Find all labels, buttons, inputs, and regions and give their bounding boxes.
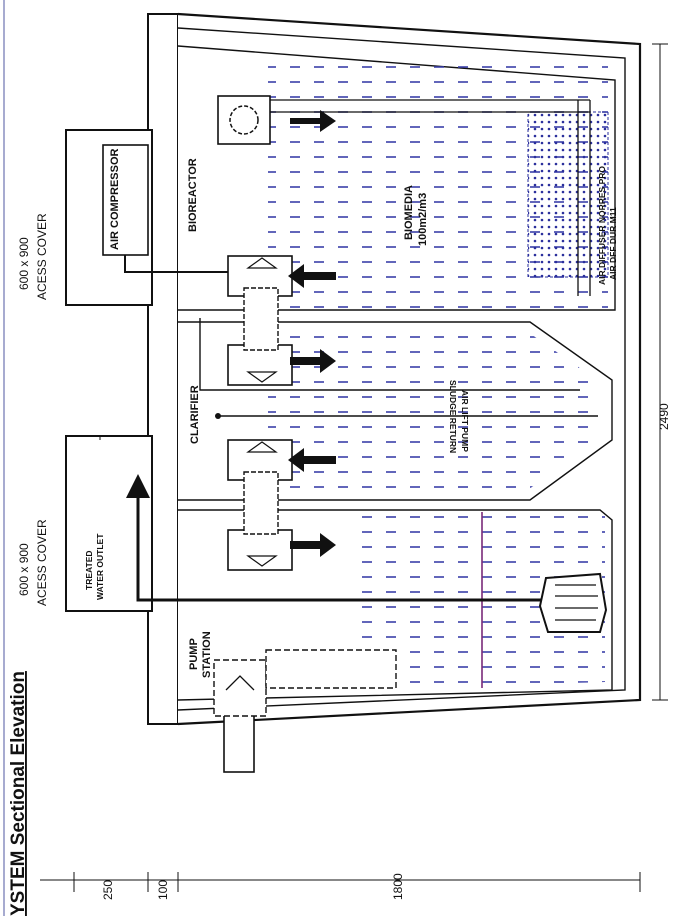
biomedia-label: BIOMEDIA xyxy=(403,185,415,240)
clarifier-outflow-arrow-icon xyxy=(290,349,336,373)
dim-250: 250 xyxy=(101,880,115,900)
tank-inner-wall xyxy=(177,27,626,711)
treated-water-outlet-pipe xyxy=(126,474,556,602)
submersible-pump-icon xyxy=(538,572,608,633)
air-compressor-label: AIR COMPRESSOR xyxy=(109,148,121,250)
top-slab xyxy=(147,13,179,725)
bioreactor-flow-arrow-icon xyxy=(290,110,336,132)
treated-label: TREATED xyxy=(84,550,94,590)
access-cover-left-name: ACESS COVER xyxy=(35,519,49,606)
pump-inflow-arrow-icon xyxy=(288,448,336,472)
pump-station-compartment xyxy=(177,509,613,701)
bioreactor-label: BIOREACTOR xyxy=(187,158,199,232)
sludge-return-line xyxy=(199,318,580,391)
biomedia-block xyxy=(527,111,609,278)
dim-1800: 1800 xyxy=(391,873,405,900)
clarifier-compartment xyxy=(178,321,613,501)
air-diffuser-label: AIR DIFFUSER NORRES PRO xyxy=(597,166,607,285)
airlift-pump-label: AIR LIFT PUMP xyxy=(460,390,470,452)
pump-outflow-arrow-icon xyxy=(290,533,336,557)
access-cover-right-name: ACESS COVER xyxy=(35,213,49,300)
dim-2490: 2490 xyxy=(657,403,671,430)
access-cover-left-size: 600 x 900 xyxy=(17,543,31,596)
compressor-air-line xyxy=(124,255,228,273)
inlet-pipe xyxy=(223,711,255,773)
air-diffuser-model-label: AIR DFF DUR M11 xyxy=(608,207,618,280)
drawing-title: YSTEM Sectional Elevation xyxy=(8,671,29,916)
bioreactor-airlift-head xyxy=(217,95,271,145)
pump-station-water xyxy=(350,515,605,690)
water-outlet-label: WATER OUTLET xyxy=(95,533,105,600)
clarifier-label: CLARIFIER xyxy=(189,385,201,444)
access-cover-right-size: 600 x 900 xyxy=(17,237,31,290)
clarifier-water xyxy=(268,330,600,492)
dim-100: 100 xyxy=(156,880,170,900)
biomedia-density-label: 100m2/m3 xyxy=(417,193,429,246)
inlet-drop-pipe xyxy=(265,649,397,689)
pump-label: PUMP xyxy=(188,638,200,670)
station-label: STATION xyxy=(201,631,213,678)
clarifier-inflow-arrow-icon xyxy=(288,264,336,288)
sludge-return-label: SLUDGE RETURN xyxy=(448,380,458,453)
inlet-tee xyxy=(213,659,267,717)
